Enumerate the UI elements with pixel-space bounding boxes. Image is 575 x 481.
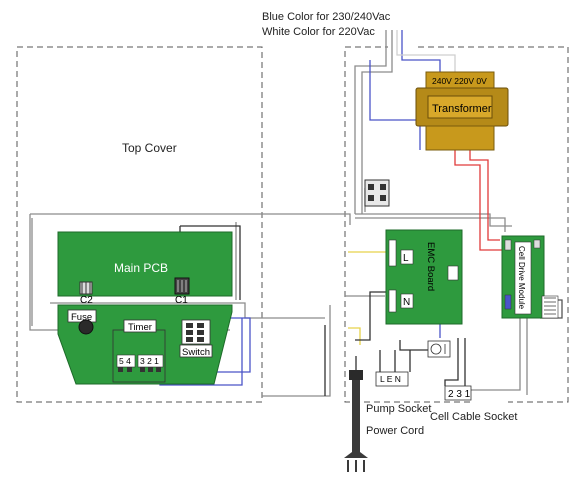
transformer-label: Transformer [432,103,492,115]
pump-socket-pins: L E N [380,374,401,384]
cell-cable-socket-label: Cell Cable Socket [430,411,517,423]
timer-label: Timer [128,322,152,333]
switch: Switch [179,319,213,358]
fuse-label: Fuse [71,312,92,323]
connector-c1-label: C1 [175,295,188,306]
cell-cable-socket: 2 3 1 Cell Cable Socket [430,385,517,423]
fuse-holder-icon [78,319,94,335]
connector-c2-label: C2 [80,295,93,306]
timer-terminals-left: 5 4 [119,356,131,366]
pump-socket: L E N Pump Socket [366,371,431,415]
transformer: 240V 220V 0V Transformer [415,71,509,151]
emc-terminal-n: N [403,297,410,308]
connector-c1 [174,277,190,295]
main-pcb: Main PCB C2 C1 [57,231,233,306]
connector-c2 [79,281,93,295]
cell-drive-module-label: Cell Drive Module [517,246,526,310]
cell-cable-socket-pins: 2 3 1 [448,389,471,400]
switch-label: Switch [182,347,210,358]
fuse: Fuse [67,309,97,335]
pump-socket-label: Pump Socket [366,403,431,415]
emc-board: L N EMC Board [385,229,463,325]
transformer-taps-label: 240V 220V 0V [432,76,487,86]
ribbon-connector [541,295,559,319]
emc-terminal-l: L [403,253,409,264]
blue-wire-note: Blue Color for 230/240Vac [262,11,391,23]
power-cord-label: Power Cord [366,425,424,437]
enclosure-outline [16,46,569,403]
emc-board-label: EMC Board [425,242,436,291]
timer-terminals-right: 3 2 1 [140,356,159,366]
main-pcb-label: Main PCB [114,261,168,275]
cell-drive-module: Cell Drive Module [501,235,559,319]
white-wire-note: White Color for 220Vac [262,26,375,38]
power-cord: Power Cord [344,370,424,472]
top-cover-label: Top Cover [122,141,177,155]
timer: Timer 5 4 3 2 1 [112,319,166,383]
terminal-block [364,179,390,207]
pump-capacitor [427,340,451,358]
